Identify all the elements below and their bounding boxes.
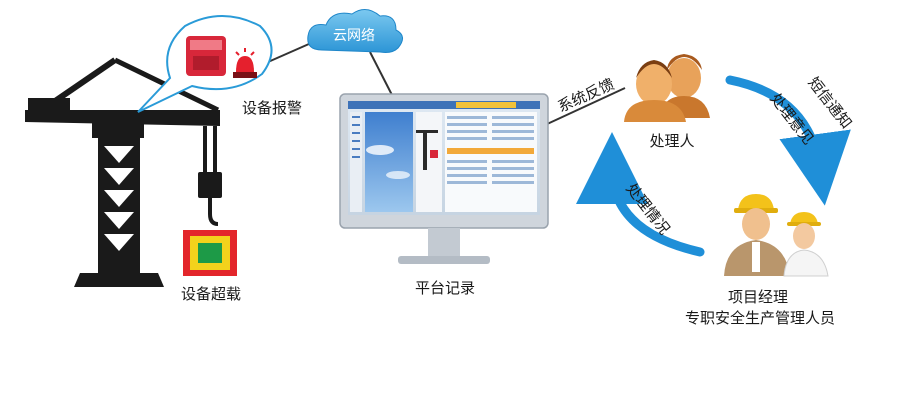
sms-notify-label: 短信通知 — [804, 74, 855, 132]
safety-staff-label: 专职安全生产管理人员 — [685, 309, 835, 327]
safety-staff-icon — [783, 212, 829, 277]
cloud-network — [307, 9, 403, 53]
siren-light-icon — [233, 48, 257, 78]
device-alarm-label: 设备报警 — [242, 99, 302, 117]
cloud-network-label: 云网络 — [333, 28, 375, 44]
handler-avatar-icon — [624, 54, 710, 122]
tower-crane — [25, 57, 222, 287]
handling-opinion-label: 处理意见 — [766, 90, 817, 148]
alarm-bubble — [137, 15, 273, 113]
monitor — [339, 93, 549, 264]
handler-label: 处理人 — [649, 132, 694, 150]
system-feedback-label: 系统反馈 — [555, 75, 617, 116]
platform-record-label: 平台记录 — [415, 279, 475, 297]
project-manager-label: 项目经理 — [728, 288, 788, 306]
device-overload-label: 设备超载 — [181, 285, 241, 303]
overload-indicator — [183, 230, 237, 276]
cycle-arrows — [576, 75, 851, 257]
project-manager-icon — [724, 194, 790, 276]
